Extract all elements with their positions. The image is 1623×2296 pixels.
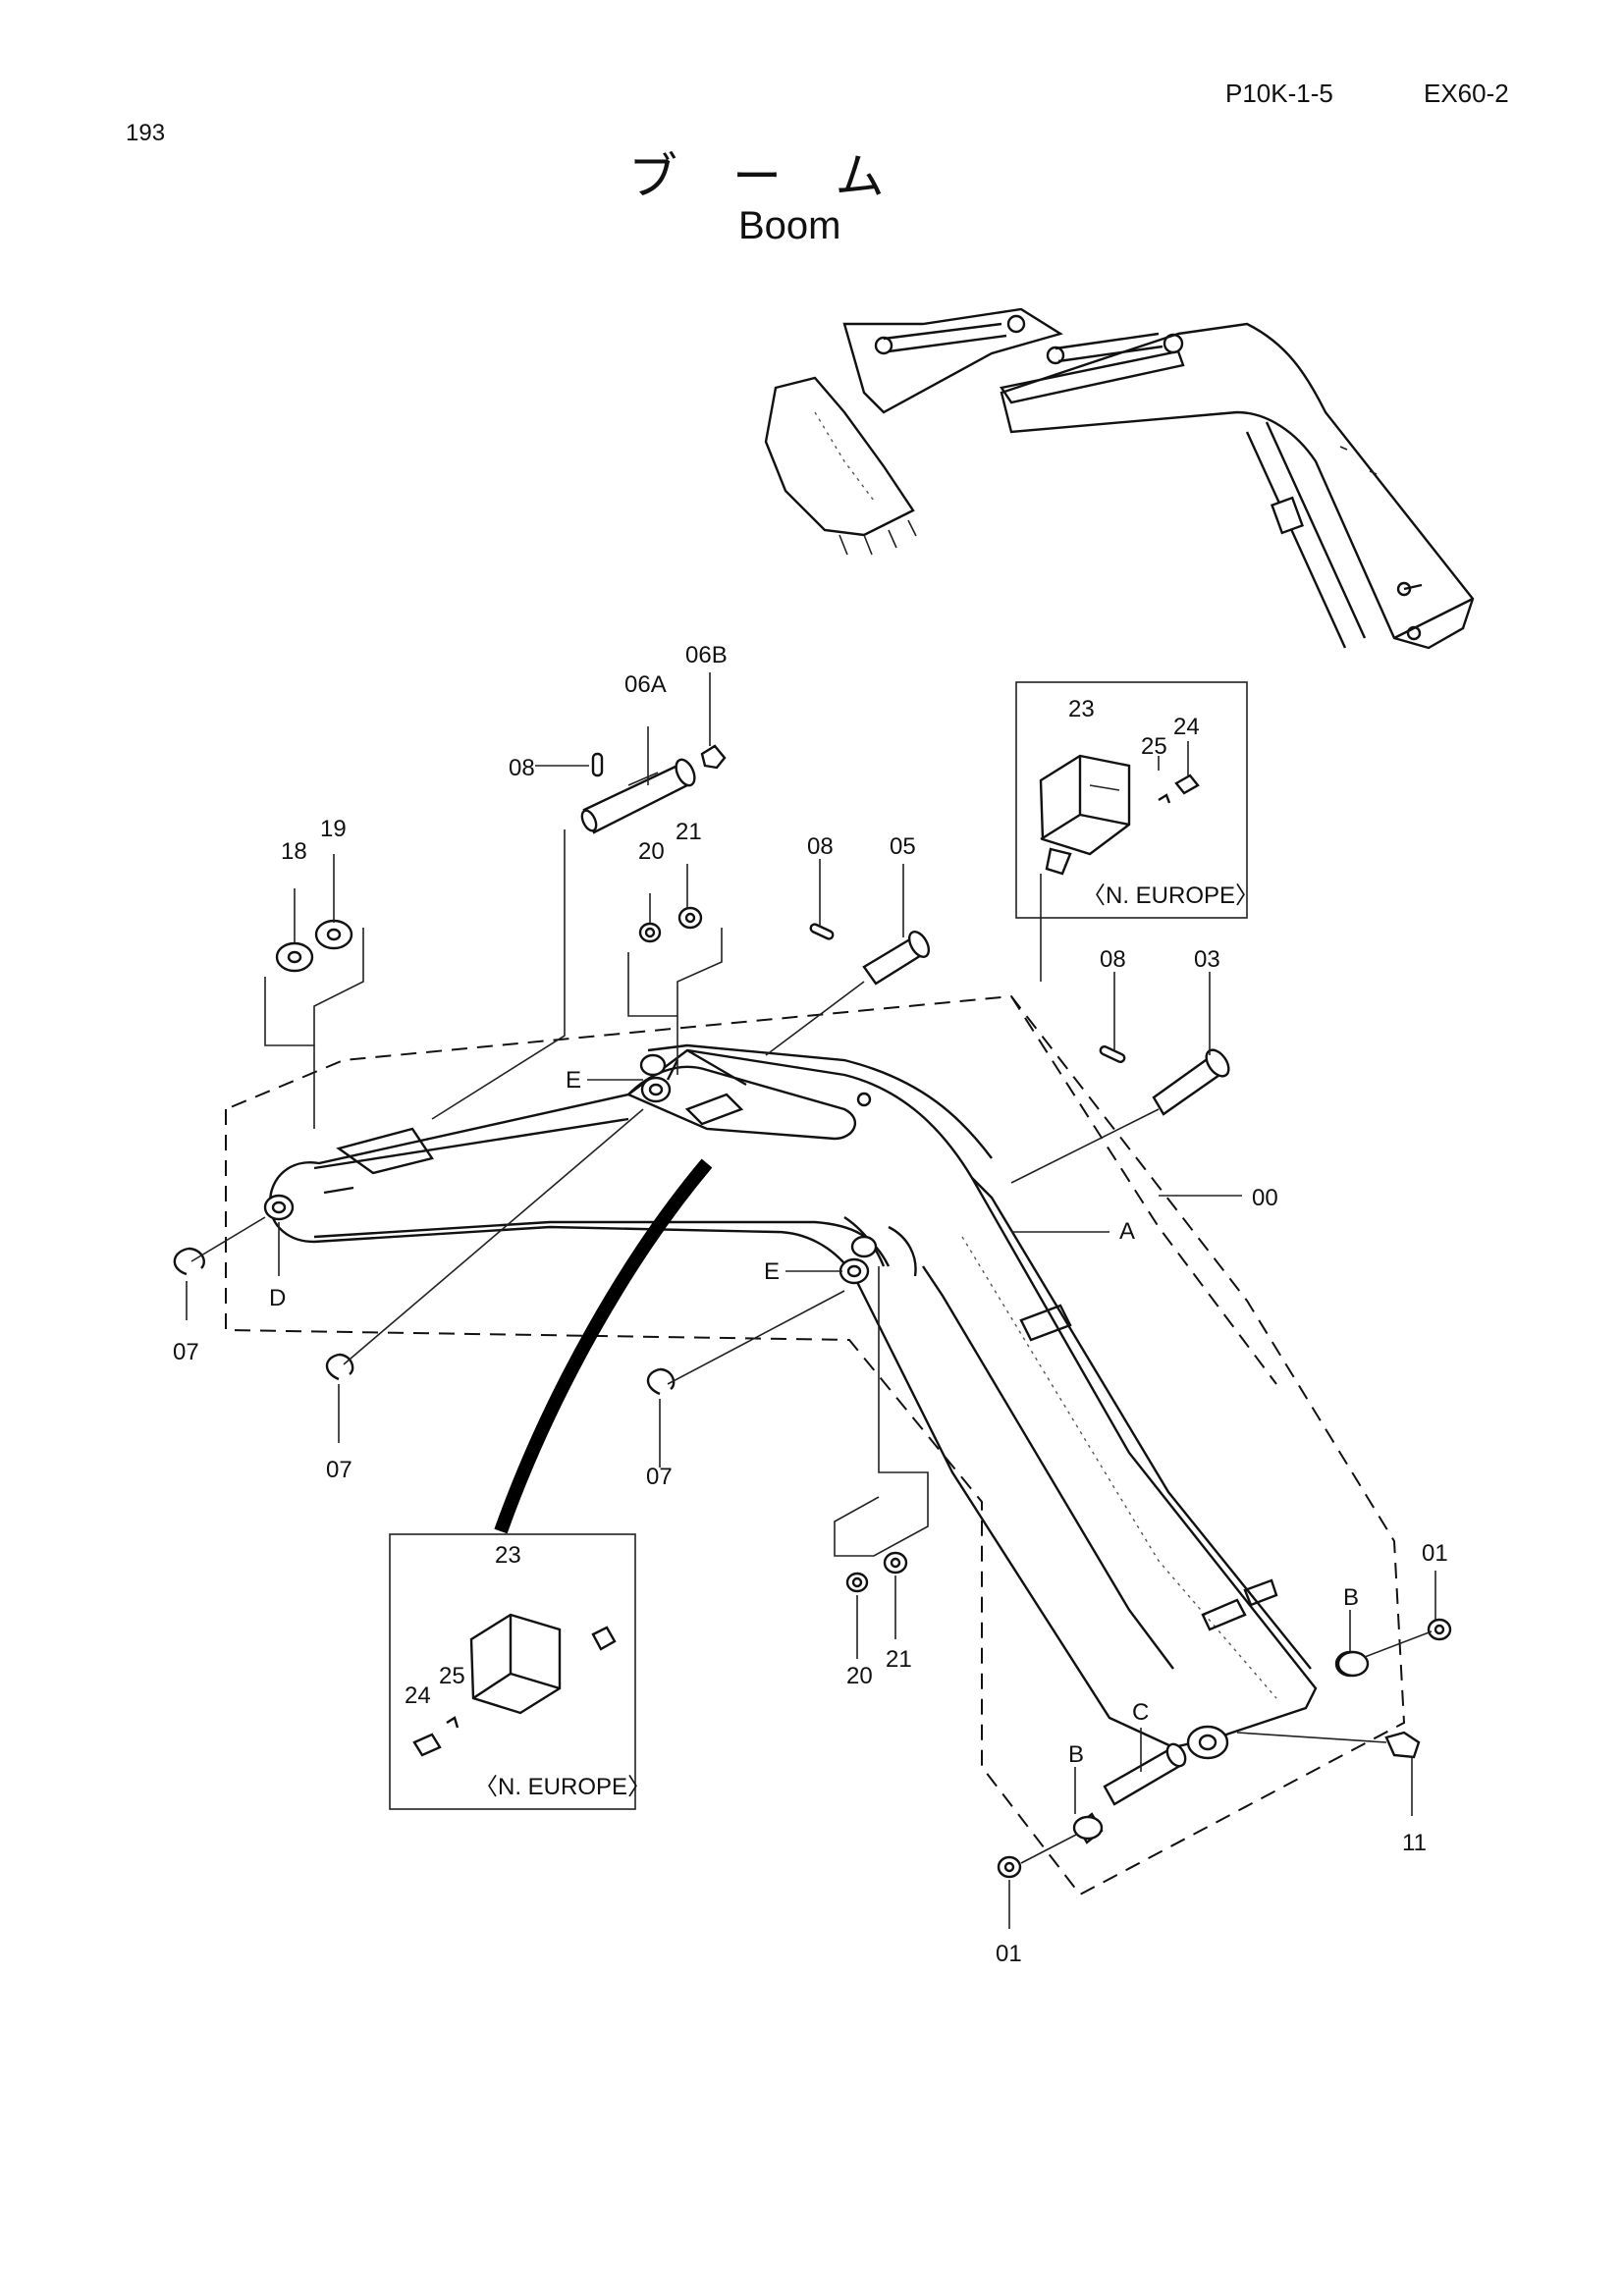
callout-b-bottom: B — [1068, 1741, 1084, 1768]
main-boom-illustration — [263, 1043, 1366, 1760]
inset-top-region-label: 〈N. EUROPE〉 — [1082, 882, 1259, 909]
callout-20-lower: 20 — [846, 1663, 873, 1689]
callout-21-upper: 21 — [676, 819, 702, 845]
callout-18: 18 — [281, 838, 307, 865]
callout-08-right: 08 — [1100, 946, 1126, 973]
callout-labels: 00 01 01 03 05 06A 06B 07 07 07 08 08 08… — [173, 642, 1448, 1967]
callout-01-right: 01 — [1422, 1540, 1448, 1567]
callout-e-upper: E — [566, 1067, 581, 1094]
callout-24-top: 24 — [1173, 714, 1200, 740]
excavator-overview-illustration — [764, 307, 1475, 650]
callout-08-top: 08 — [509, 755, 535, 781]
callout-01-bottom: 01 — [996, 1941, 1022, 1967]
leader-lines — [186, 672, 1436, 1929]
page-number: 193 — [126, 120, 166, 146]
callout-07-right: 07 — [646, 1464, 673, 1490]
title-japanese: ブーム — [628, 148, 940, 205]
loose-parts — [173, 744, 1452, 1879]
model-code: EX60-2 — [1424, 79, 1509, 108]
callout-20-upper: 20 — [638, 838, 665, 865]
callout-25-bottom: 25 — [439, 1663, 465, 1689]
callout-23-top: 23 — [1068, 696, 1095, 722]
title-english: Boom — [738, 204, 841, 247]
callout-25-top: 25 — [1141, 733, 1167, 760]
callout-23-bottom: 23 — [495, 1542, 521, 1569]
inset-n-europe-top: 〈N. EUROPE〉 — [1015, 681, 1259, 919]
catalog-code: P10K-1-5 — [1225, 79, 1333, 108]
inset-bottom-region-label: 〈N. EUROPE〉 — [474, 1774, 651, 1800]
callout-d: D — [269, 1285, 286, 1311]
callout-19: 19 — [320, 816, 347, 842]
callout-24-bottom: 24 — [405, 1682, 431, 1709]
callout-07-left: 07 — [173, 1339, 199, 1365]
callout-03: 03 — [1194, 946, 1220, 973]
callout-07-middle: 07 — [326, 1457, 352, 1483]
callout-06a: 06A — [624, 671, 667, 698]
callout-11: 11 — [1402, 1830, 1427, 1856]
assembly-boundary-lines — [225, 994, 1406, 1896]
callout-08-middle: 08 — [807, 833, 834, 860]
callout-05: 05 — [890, 833, 916, 860]
callout-00: 00 — [1252, 1185, 1278, 1211]
callout-a: A — [1119, 1218, 1135, 1245]
callout-21-lower: 21 — [886, 1646, 912, 1673]
callout-c: C — [1132, 1699, 1149, 1726]
callout-e-lower: E — [764, 1258, 780, 1285]
callout-b-right: B — [1343, 1584, 1359, 1611]
inset-n-europe-bottom: 〈N. EUROPE〉 — [389, 1533, 651, 1810]
callout-06b: 06B — [685, 642, 728, 668]
